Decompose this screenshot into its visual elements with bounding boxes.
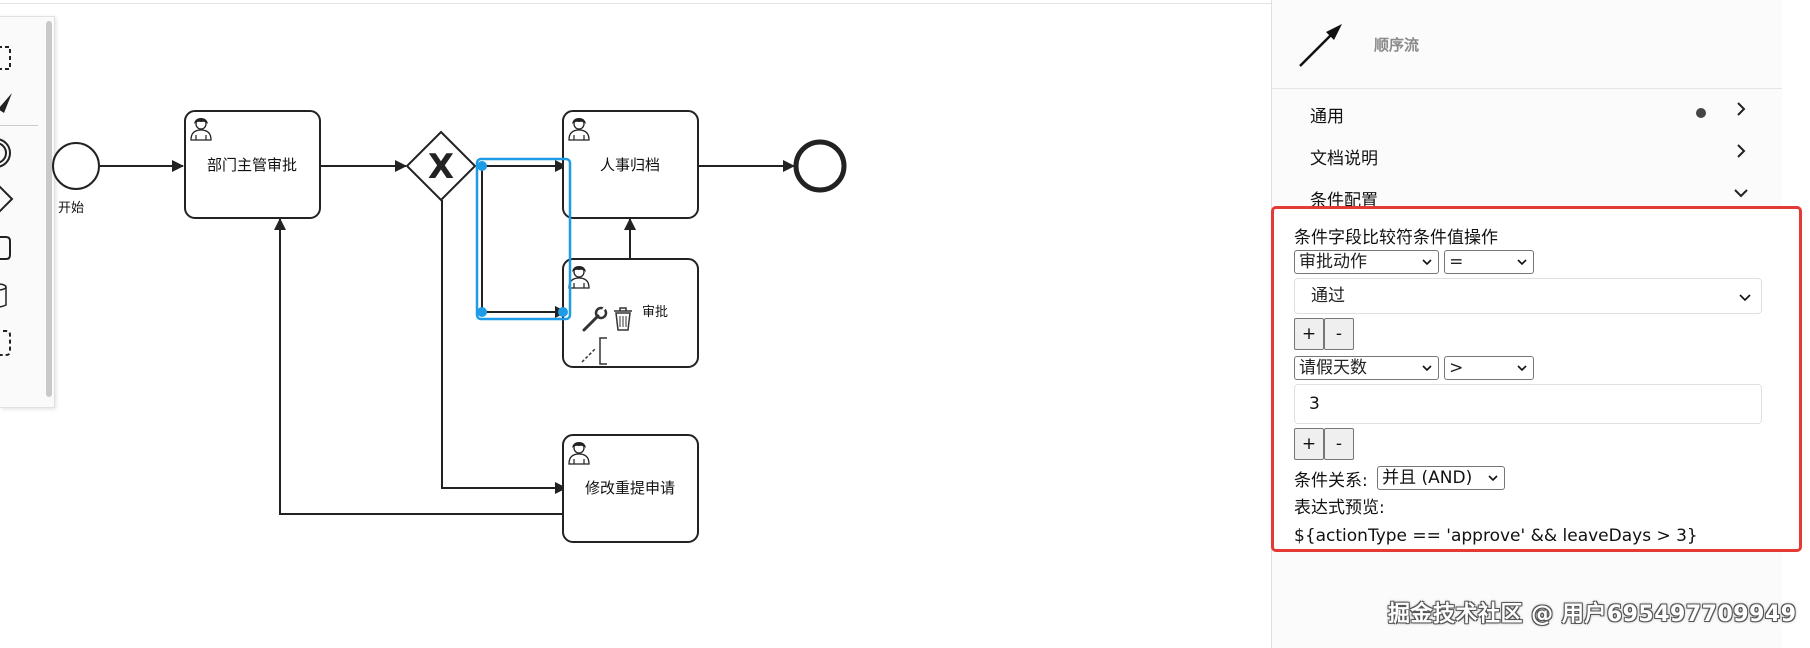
group-general[interactable]: 通用: [1310, 94, 1750, 130]
tool-palette: [0, 16, 55, 408]
condition-editor: 条件字段比较符条件值操作 审批动作 = 通过 +-: [1271, 206, 1802, 552]
gateway-x-icon: X: [428, 147, 454, 187]
group-documentation[interactable]: 文档说明: [1310, 136, 1750, 172]
panel-header-title: 顺序流: [1374, 36, 1420, 54]
data-store-tool-icon[interactable]: [0, 283, 7, 308]
lasso-tool-icon[interactable]: [0, 46, 11, 70]
palette-scrollbar[interactable]: [46, 21, 52, 397]
remove-condition-button[interactable]: -: [1324, 318, 1354, 350]
palette-separator: [0, 125, 38, 126]
watermark: 掘金技术社区 @ 用户695497709949: [1388, 602, 1797, 627]
task-dept-manager[interactable]: [184, 110, 321, 219]
start-event[interactable]: [52, 142, 100, 190]
group-documentation-label: 文档说明: [1310, 149, 1378, 169]
flow-bendpoint-handle[interactable]: [477, 161, 487, 171]
selected-flow-outline[interactable]: [475, 157, 572, 321]
rule-2-operator-select[interactable]: >: [1444, 356, 1535, 380]
gateway-tool-icon[interactable]: [0, 183, 14, 215]
start-event-label: 开始: [58, 201, 84, 216]
task-approve-label: 审批: [642, 305, 668, 320]
chevron-down-icon[interactable]: [1732, 184, 1750, 202]
flow-bendpoint-handle[interactable]: [477, 307, 487, 317]
condition-rule-2: 请假天数 > 3 +-: [1294, 356, 1764, 460]
condition-rule-1: 审批动作 = 通过 +-: [1294, 250, 1764, 350]
rule-1-operator-select[interactable]: =: [1444, 250, 1535, 274]
wrench-icon[interactable]: [582, 305, 608, 332]
flow-gateway-to-approve[interactable]: [481, 166, 567, 318]
rule-1-field-select[interactable]: 审批动作: [1294, 250, 1439, 274]
rule-2-field-select[interactable]: 请假天数: [1294, 356, 1439, 380]
rule-1-value-select[interactable]: 通过: [1294, 278, 1762, 314]
end-event-tool-icon[interactable]: [0, 138, 11, 168]
chevron-right-icon[interactable]: [1732, 142, 1750, 160]
task-hr-archive[interactable]: [562, 110, 699, 219]
condition-editor-title: 条件字段比较符条件值操作: [1294, 228, 1498, 248]
task-resubmit[interactable]: [562, 434, 699, 543]
task-resubmit-label: 修改重提申请: [585, 479, 675, 497]
add-condition-button[interactable]: +: [1294, 318, 1324, 350]
condition-relation-select[interactable]: 并且 (AND): [1377, 466, 1506, 490]
bpmn-canvas[interactable]: 开始 部门主管审批 X 人事归档 审批: [0, 0, 1272, 648]
condition-relation-label: 条件关系:: [1294, 471, 1368, 491]
add-condition-button[interactable]: +: [1294, 428, 1324, 460]
remove-condition-button[interactable]: -: [1324, 428, 1354, 460]
palette-icons: [0, 46, 14, 356]
expression-preview-value: ${actionType == 'approve' && leaveDays >…: [1294, 526, 1698, 546]
group-general-label: 通用: [1310, 107, 1344, 127]
task-dept-manager-label: 部门主管审批: [207, 156, 297, 174]
sequence-flow-icon: [1299, 24, 1342, 67]
flow-endpoint-handle[interactable]: [558, 307, 568, 317]
expression-preview-label: 表达式预览:: [1294, 498, 1385, 518]
connect-tool-icon[interactable]: [0, 93, 12, 113]
panel-header: 顺序流: [1272, 0, 1782, 89]
top-border: [0, 0, 1272, 4]
task-tool-icon[interactable]: [0, 236, 11, 260]
text-annotation-icon[interactable]: [581, 337, 607, 365]
trash-icon[interactable]: [614, 307, 632, 331]
condition-relation-row: 条件关系: 并且 (AND): [1294, 466, 1764, 491]
task-hr-archive-label: 人事归档: [600, 156, 660, 174]
chevron-right-icon[interactable]: [1732, 100, 1750, 118]
flow-gateway-to-resubmit[interactable]: [441, 200, 567, 494]
exclusive-gateway[interactable]: [405, 130, 477, 202]
flow-resubmit-to-manager[interactable]: [274, 218, 566, 515]
rule-2-value-input[interactable]: 3: [1294, 384, 1762, 424]
context-pad: [581, 305, 632, 365]
end-event[interactable]: [793, 139, 847, 193]
changed-indicator: [1696, 108, 1706, 118]
group-tool-icon[interactable]: [0, 330, 11, 356]
